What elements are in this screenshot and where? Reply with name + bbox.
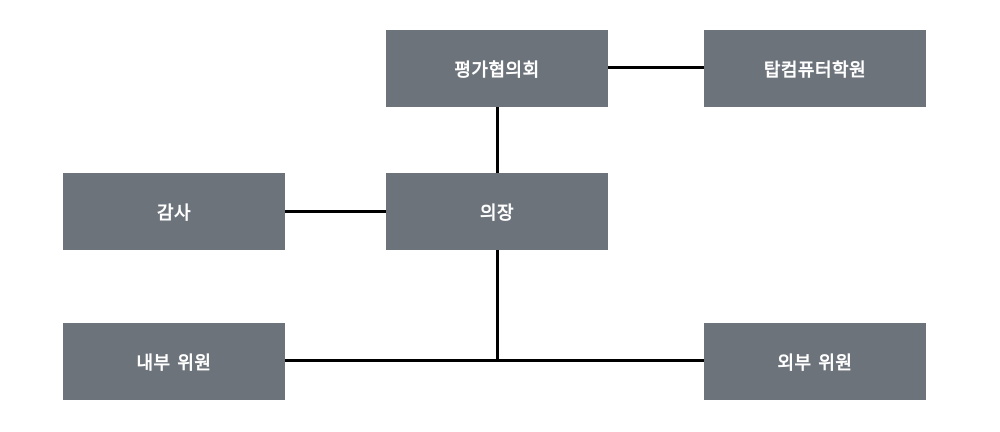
connector-members-bus	[285, 359, 704, 362]
internal-members-label: 내부 위원	[136, 352, 212, 374]
connector-audit-chair	[285, 210, 386, 213]
chair-node: 의장	[386, 173, 608, 250]
connector-evaluation-council-chair	[496, 107, 499, 173]
top-computer-academy-label: 탑컴퓨터학원	[763, 59, 867, 81]
connector-evaluation-council-academy	[608, 66, 704, 69]
audit-node: 감사	[63, 173, 285, 250]
external-members-node: 외부 위원	[704, 323, 926, 400]
external-members-label: 외부 위원	[777, 352, 853, 374]
audit-label: 감사	[156, 202, 192, 224]
chair-label: 의장	[479, 202, 515, 224]
connector-chair-members	[496, 250, 499, 362]
internal-members-node: 내부 위원	[63, 323, 285, 400]
evaluation-council-label: 평가협의회	[454, 59, 540, 81]
evaluation-council-node: 평가협의회	[386, 30, 608, 107]
top-computer-academy-node: 탑컴퓨터학원	[704, 30, 926, 107]
